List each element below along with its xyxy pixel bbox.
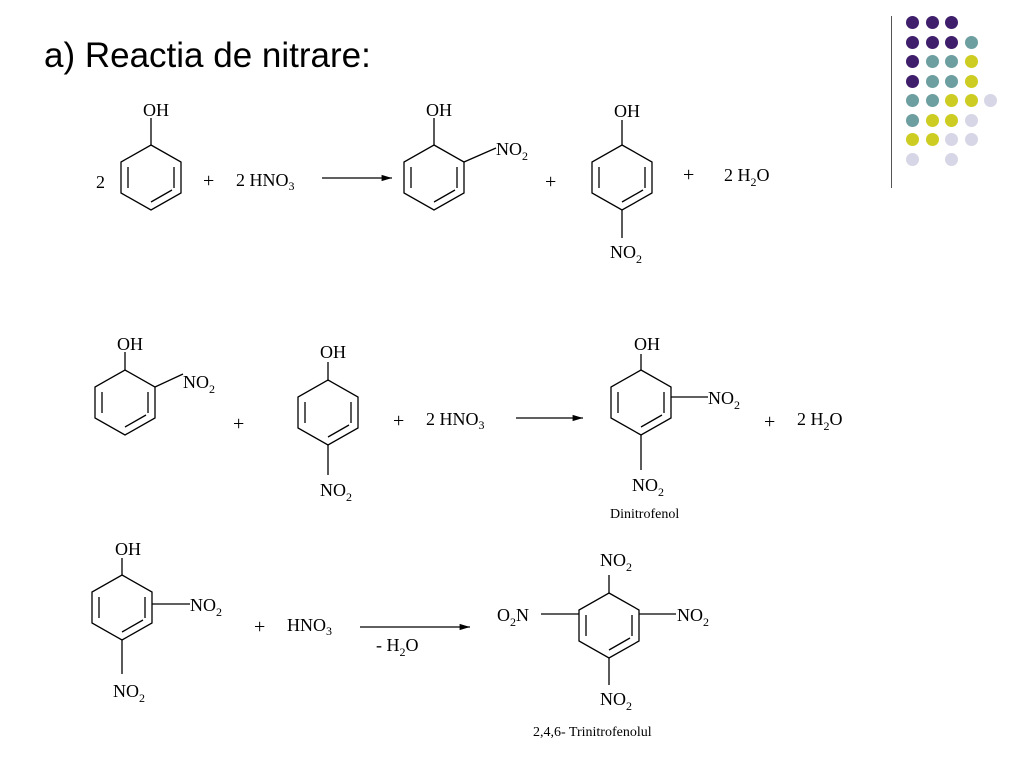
decorative-dot bbox=[945, 16, 958, 29]
water-elimination: - H2O bbox=[376, 635, 419, 659]
plus-sign: + bbox=[683, 164, 694, 186]
oh-label: OH bbox=[117, 334, 143, 354]
divider-line bbox=[891, 16, 892, 188]
decorative-dot bbox=[925, 55, 939, 68]
oh-label: OH bbox=[634, 334, 660, 354]
decorative-dot bbox=[964, 113, 978, 127]
oh-label: OH bbox=[320, 342, 346, 362]
no2-label: NO2 bbox=[320, 480, 352, 504]
plus-sign: + bbox=[233, 413, 244, 435]
trinitrophenol-molecule: NO2 NO2 O2N NO2 2,4,6- Trinitrofenolul bbox=[497, 550, 709, 740]
no2-label: NO2 bbox=[113, 681, 145, 705]
phenol-molecule: OH bbox=[120, 100, 182, 211]
plus-sign: + bbox=[203, 170, 214, 192]
slide-title: a) Reactia de nitrare: bbox=[44, 36, 371, 75]
decorative-dot bbox=[964, 133, 978, 146]
plus-sign: + bbox=[254, 616, 265, 638]
coefficient: 2 bbox=[96, 172, 105, 192]
reaction-3: OH NO2 NO2 + HNO3 - H2O NO2 NO2 O2N NO2 … bbox=[91, 539, 709, 740]
no2-label: NO2 bbox=[677, 605, 709, 629]
decorative-dot bbox=[906, 113, 919, 127]
decorative-dot bbox=[945, 113, 958, 127]
decorative-dot bbox=[925, 74, 939, 88]
decorative-dot bbox=[945, 94, 958, 107]
reagent-hno3: HNO3 bbox=[287, 615, 332, 638]
decorative-dot bbox=[984, 94, 997, 107]
decorative-dot bbox=[964, 55, 978, 68]
dinitrophenol-molecule: OH NO2 NO2 bbox=[91, 539, 222, 705]
plus-sign: + bbox=[393, 410, 404, 432]
no2-label: NO2 bbox=[610, 242, 642, 266]
no2-label: NO2 bbox=[600, 550, 632, 574]
decorative-dot bbox=[925, 94, 939, 107]
decorative-dot bbox=[945, 74, 958, 88]
no2-label: NO2 bbox=[632, 475, 664, 499]
ortho-nitrophenol-molecule: OH NO2 bbox=[403, 100, 528, 211]
no2-label: NO2 bbox=[600, 689, 632, 713]
decorative-dot bbox=[964, 74, 978, 88]
decorative-dot bbox=[906, 35, 919, 49]
dinitrofenol-caption: Dinitrofenol bbox=[610, 507, 679, 522]
decorative-dot bbox=[906, 133, 919, 146]
para-nitrophenol-molecule: OH NO2 bbox=[297, 342, 359, 504]
decorative-dot bbox=[906, 152, 919, 166]
no2-label: NO2 bbox=[183, 372, 215, 396]
decorative-dot bbox=[925, 113, 939, 127]
reaction-2: OH NO2 + OH NO2 + 2 HNO3 OH NO2 NO2 bbox=[94, 334, 843, 522]
plus-sign: + bbox=[764, 411, 775, 433]
no2-label: NO2 bbox=[190, 595, 222, 619]
decorative-dot bbox=[945, 152, 958, 166]
decorative-dot bbox=[906, 94, 919, 107]
decorative-dot bbox=[945, 55, 958, 68]
o2n-label: O2N bbox=[497, 605, 529, 629]
reaction-1: 2 OH + 2 HNO3 OH NO2 + bbox=[96, 100, 770, 266]
decorative-dot bbox=[945, 35, 958, 49]
oh-label: OH bbox=[426, 100, 452, 120]
decorative-dot bbox=[906, 55, 919, 68]
reagent-hno3: 2 HNO3 bbox=[426, 409, 485, 432]
reagent-hno3: 2 HNO3 bbox=[236, 170, 295, 193]
no2-label: NO2 bbox=[496, 139, 528, 163]
para-nitrophenol-molecule: OH NO2 bbox=[591, 101, 653, 266]
ortho-nitrophenol-molecule: OH NO2 bbox=[94, 334, 215, 436]
decorative-dot bbox=[925, 35, 939, 49]
decorative-dot bbox=[945, 133, 958, 146]
decorative-dot bbox=[925, 16, 939, 29]
trinitrofenolul-caption: 2,4,6- Trinitrofenolul bbox=[533, 725, 652, 740]
water-product: 2 H2O bbox=[724, 165, 770, 189]
decorative-dot bbox=[925, 133, 939, 146]
oh-label: OH bbox=[143, 100, 169, 120]
plus-sign: + bbox=[545, 171, 556, 193]
decorative-dot bbox=[964, 94, 978, 107]
decorative-dot bbox=[906, 74, 919, 88]
dinitrophenol-molecule: OH NO2 NO2 Dinitrofenol bbox=[610, 334, 740, 522]
oh-label: OH bbox=[115, 539, 141, 559]
no2-label: NO2 bbox=[708, 388, 740, 412]
decorative-dot bbox=[964, 35, 978, 49]
oh-label: OH bbox=[614, 101, 640, 121]
decorative-dot bbox=[906, 16, 919, 29]
water-product: 2 H2O bbox=[797, 409, 843, 433]
